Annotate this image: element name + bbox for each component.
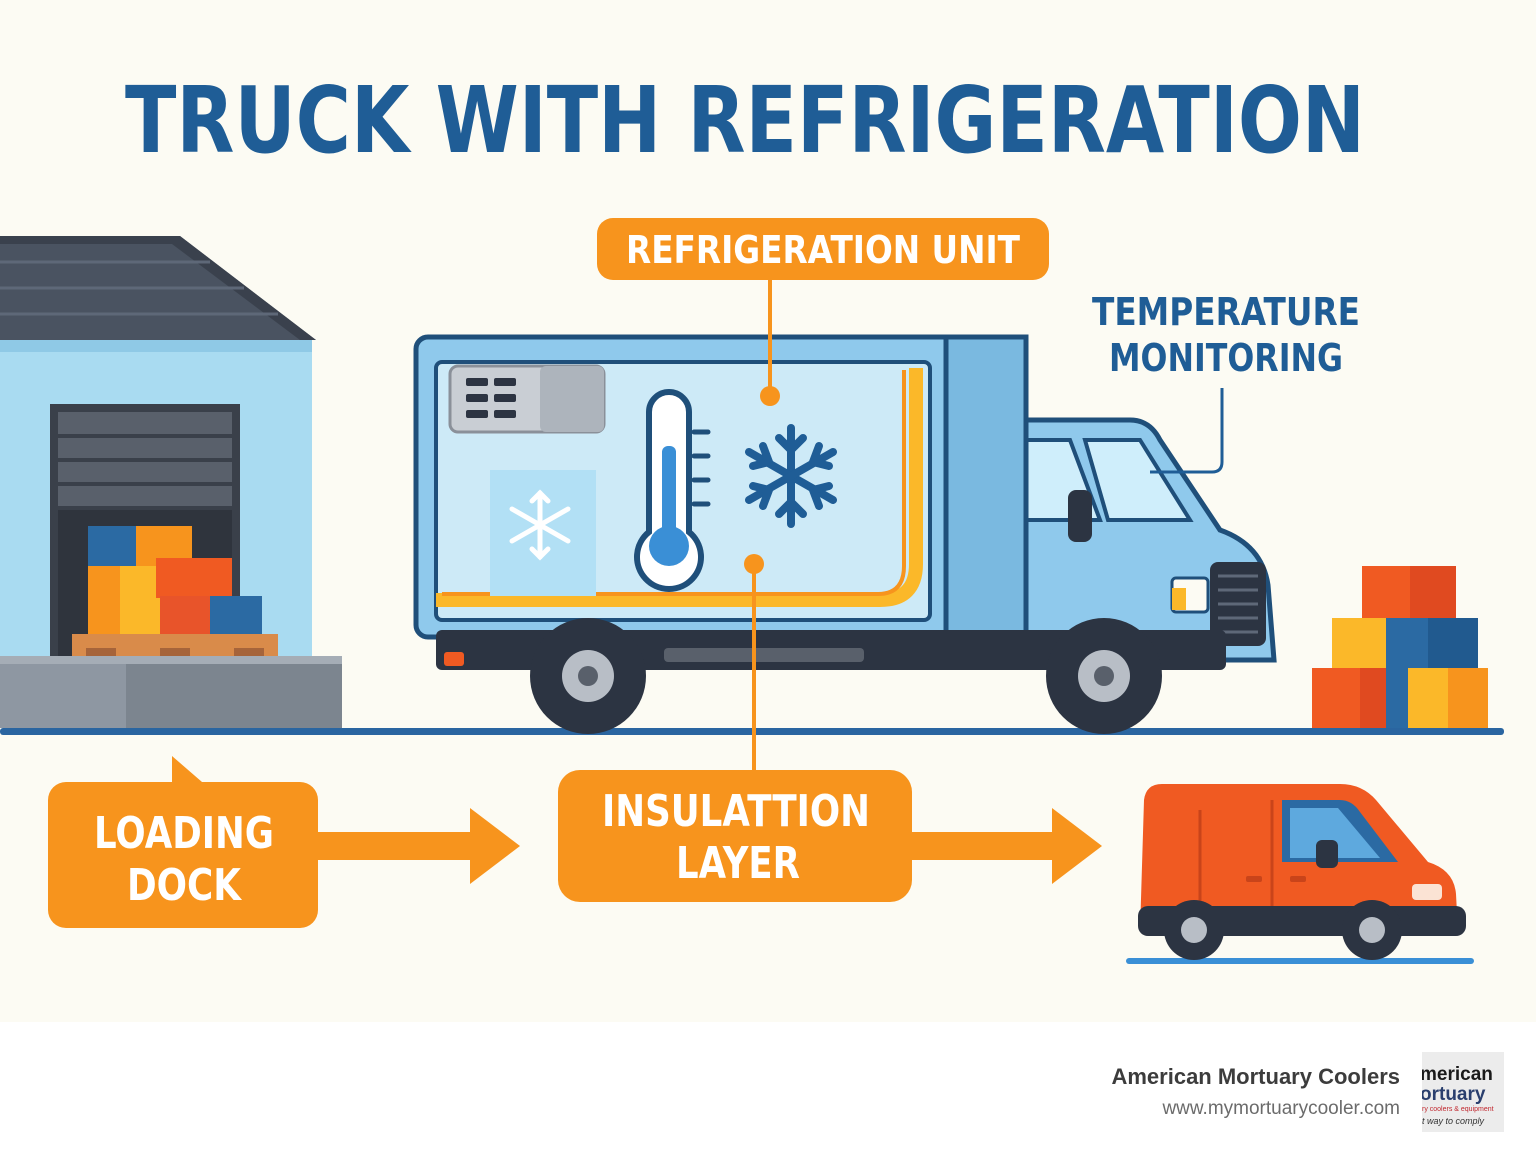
warehouse [0, 236, 342, 728]
footer-background [0, 1022, 1536, 1154]
footer-url[interactable]: www.mymortuarycooler.com [1162, 1098, 1400, 1119]
page-title: TRUCK WITH REFRIGERATION [125, 67, 1365, 174]
footer-company-name: American Mortuary Coolers [1111, 1064, 1400, 1089]
connector-lines [744, 278, 1224, 772]
side-mirror [1068, 490, 1092, 542]
truck-front-wheel [1046, 618, 1162, 734]
company-logo: merican ortuary ry coolers & equipment t… [1422, 1052, 1504, 1132]
temperature-monitoring-label-line2: MONITORING [1109, 336, 1343, 380]
refrigeration-unit-label: REFRIGERATION UNIT [626, 228, 1020, 272]
loading-dock-label-line2: DOCK [127, 860, 243, 911]
flow-arrow-2 [912, 808, 1102, 884]
insulation-layer [436, 368, 923, 607]
truck-rear-wheel [530, 618, 646, 734]
cold-panel [490, 470, 596, 596]
insulation-layer-label-line2: LAYER [676, 838, 800, 889]
temperature-monitoring-label-line1: TEMPERATURE [1092, 290, 1360, 334]
loading-dock-label-line1: LOADING [94, 808, 274, 859]
loading-dock-callout: LOADING DOCK [48, 756, 318, 928]
insulation-layer-label-line1: INSULATTION [602, 786, 870, 837]
insulation-layer-callout: INSULATTION LAYER [558, 770, 912, 902]
refrigerated-truck [413, 334, 1277, 734]
delivery-van [1126, 784, 1474, 964]
flow-arrow-1 [318, 808, 520, 884]
warehouse-boxes [72, 526, 278, 656]
refrigeration-unit-callout: REFRIGERATION UNIT [597, 218, 1049, 280]
snowflake-small-icon [509, 489, 571, 561]
snowflake-icon [745, 424, 837, 528]
cargo-boxes [1312, 566, 1488, 728]
thermometer-icon [634, 389, 711, 592]
